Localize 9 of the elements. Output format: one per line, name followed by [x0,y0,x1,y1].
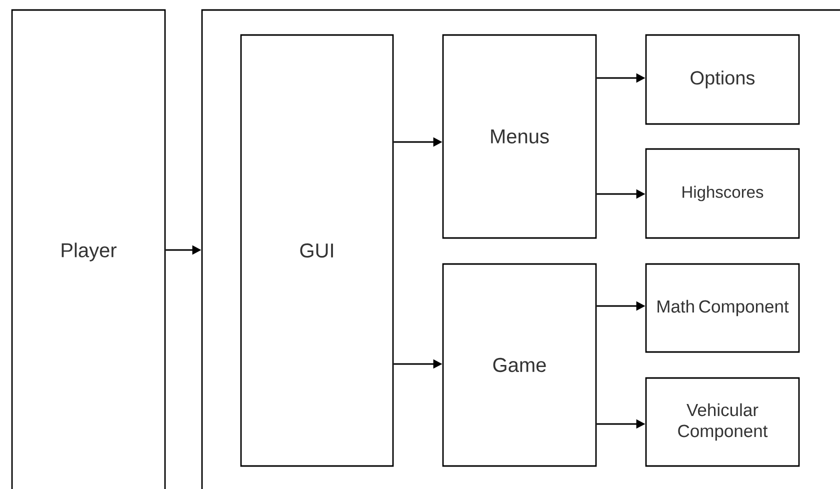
process-box: Highscores [645,148,800,239]
process-box: Menus [442,34,597,239]
container-box [201,9,840,489]
process-box: Vehicular Component [645,377,800,467]
process-box: Math Component [645,263,800,353]
process-box: GUI [240,34,394,467]
process-box: Player [11,9,166,489]
process-box: Game [442,263,597,467]
process-box: Options [645,34,800,125]
